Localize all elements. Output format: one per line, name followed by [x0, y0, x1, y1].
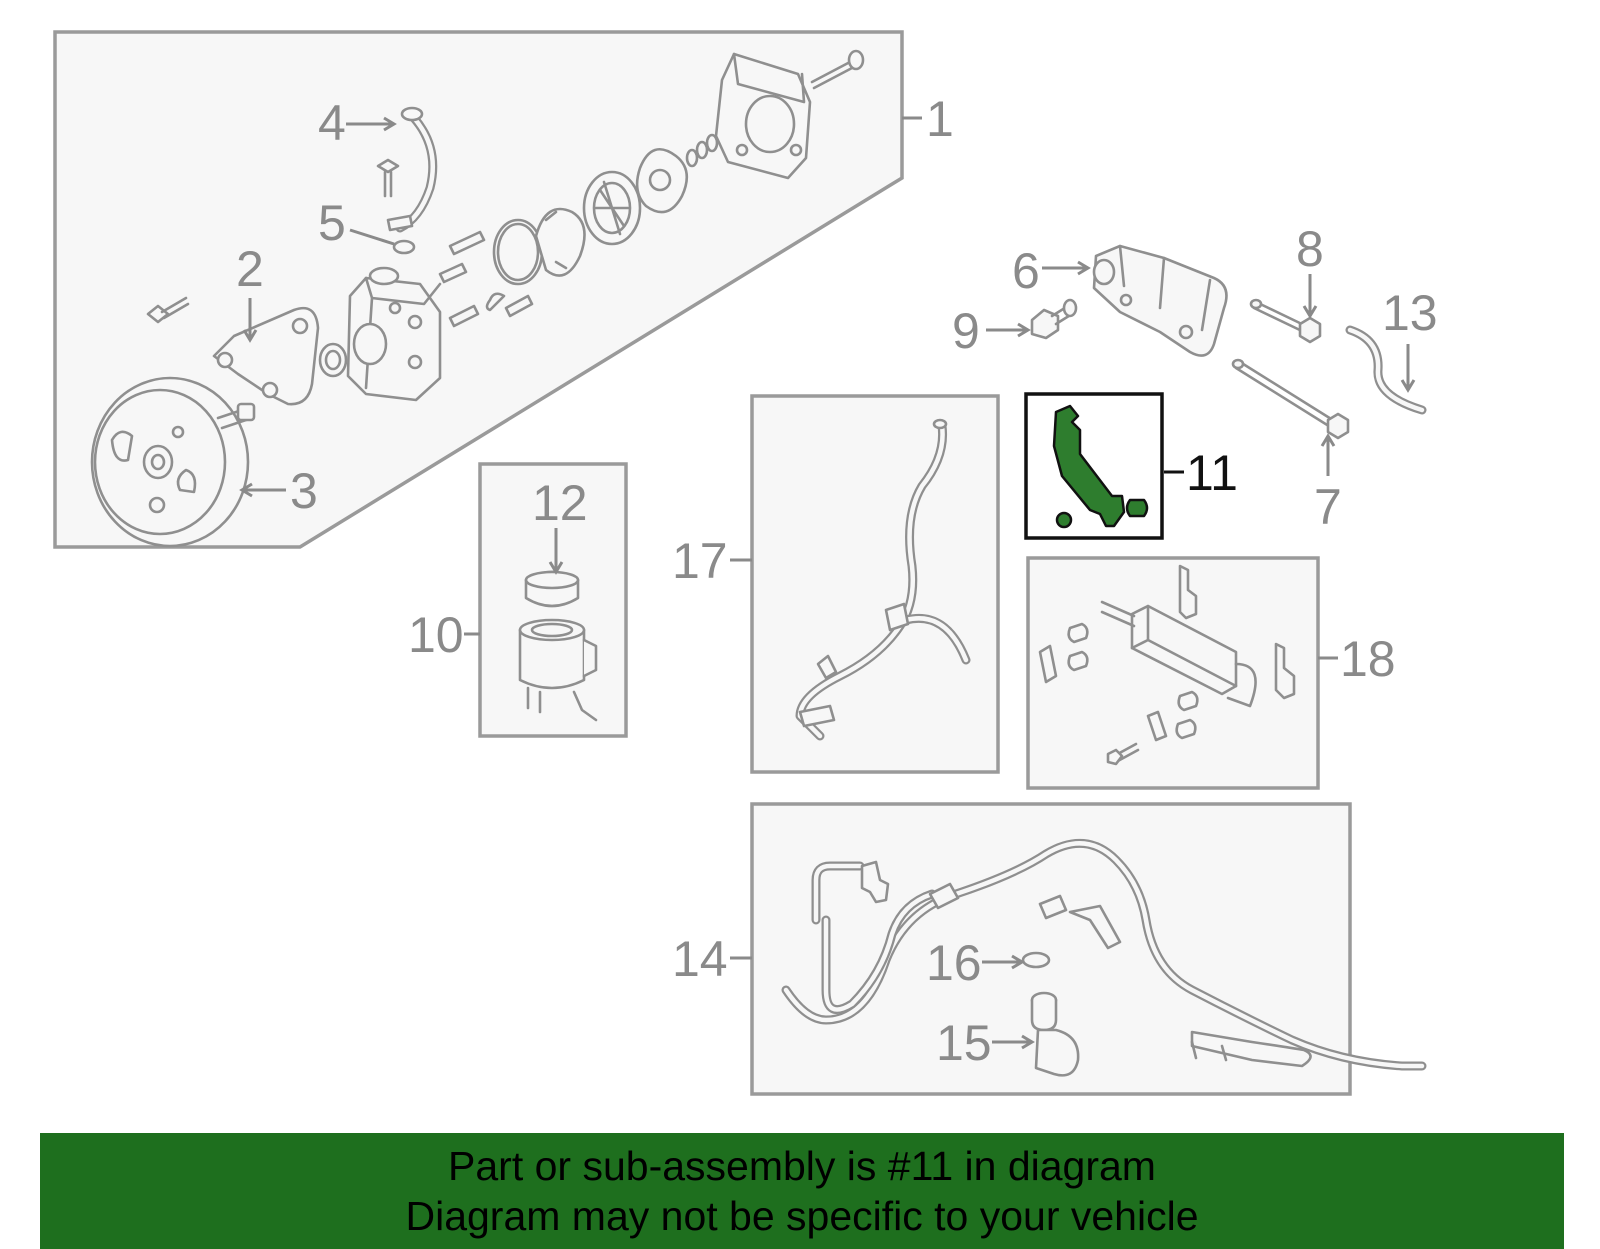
bolt-top [810, 49, 865, 90]
part-9-bolt[interactable] [1030, 298, 1078, 340]
rear-housing[interactable] [714, 52, 812, 180]
leader-12 [548, 528, 564, 575]
part-12-cap[interactable] [524, 570, 580, 608]
callout-3[interactable]: 3 [290, 463, 318, 519]
part-6-bracket[interactable] [1092, 244, 1228, 357]
callout-1[interactable]: 1 [926, 91, 954, 147]
leader-13 [1400, 344, 1416, 393]
info-banner: Part or sub-assembly is #11 in diagram D… [40, 1133, 1564, 1249]
callout-15[interactable]: 15 [936, 1015, 992, 1071]
group-1-pump-assembly[interactable] [53, 30, 904, 549]
cooler-body[interactable] [1100, 600, 1257, 708]
leader-8 [1302, 274, 1318, 319]
part-11-grommet [1125, 498, 1149, 518]
callout-14[interactable]: 14 [672, 931, 728, 987]
callout-8[interactable]: 8 [1296, 221, 1324, 277]
part-16-o-ring[interactable] [1021, 951, 1051, 969]
side-plate [635, 147, 689, 214]
clip-top [1178, 564, 1198, 620]
group-11-highlighted[interactable] [1024, 392, 1164, 540]
bolt-4 [376, 158, 400, 198]
banner-line-2: Diagram may not be specific to your vehi… [405, 1193, 1199, 1239]
part-2-bracket[interactable] [212, 306, 320, 406]
leader-5 [349, 228, 395, 246]
part-11-bolt [1055, 511, 1073, 529]
callout-6[interactable]: 6 [1012, 243, 1040, 299]
leader-15 [992, 1034, 1035, 1050]
leader-7 [1320, 433, 1336, 476]
bolt-left [146, 296, 190, 324]
part-5-o-ring[interactable] [392, 239, 416, 255]
rotor [582, 170, 642, 246]
pump-internal-pins [438, 230, 534, 328]
group-10-reservoir[interactable] [478, 462, 628, 738]
callout-17[interactable]: 17 [672, 533, 728, 589]
leader-16 [982, 954, 1025, 970]
callout-5[interactable]: 5 [318, 195, 346, 251]
callout-9[interactable]: 9 [952, 303, 980, 359]
reservoir-body[interactable] [518, 618, 598, 722]
clip-right [1274, 642, 1296, 700]
callout-12[interactable]: 12 [532, 475, 588, 531]
part-13-hose[interactable] [1345, 325, 1427, 415]
callout-13[interactable]: 13 [1382, 285, 1438, 341]
group-14-return-lines[interactable] [750, 802, 1427, 1096]
leader-2 [242, 298, 258, 343]
callout-11[interactable]: 11 [1186, 445, 1238, 501]
callout-2[interactable]: 2 [236, 241, 264, 297]
part-3-pulley[interactable] [90, 376, 256, 548]
leader-3 [239, 482, 286, 498]
part-7-long-bolt[interactable] [1231, 358, 1350, 440]
part-4-inlet-pipe[interactable] [386, 106, 438, 233]
clip-bottom [1146, 710, 1168, 742]
clip-left [1038, 644, 1058, 684]
leader-6 [1042, 260, 1091, 276]
group-17-pressure-line[interactable] [750, 394, 1000, 774]
callout-7[interactable]: 7 [1314, 479, 1342, 535]
o-ring-large [492, 218, 544, 286]
callout-16[interactable]: 16 [926, 935, 982, 991]
cooler-grommets [1067, 622, 1199, 740]
callout-18[interactable]: 18 [1340, 631, 1396, 687]
cam-plate [534, 207, 586, 277]
group-18-oil-cooler[interactable] [1026, 556, 1320, 790]
callout-4[interactable]: 4 [318, 95, 346, 151]
part-15-connector[interactable] [1030, 991, 1080, 1077]
callout-10[interactable]: 10 [408, 607, 464, 663]
pump-body[interactable] [346, 266, 442, 402]
leader-9 [986, 322, 1031, 338]
banner-line-1: Part or sub-assembly is #11 in diagram [448, 1143, 1156, 1189]
small-o-rings [685, 133, 719, 168]
part-11-bracket[interactable] [1052, 404, 1126, 528]
part-8-bolt[interactable] [1249, 298, 1322, 344]
